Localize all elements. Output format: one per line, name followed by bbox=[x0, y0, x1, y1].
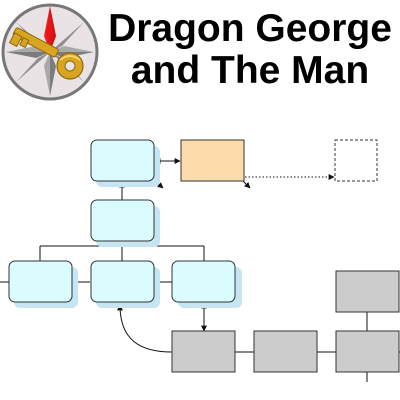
title-line-2: and The Man bbox=[130, 49, 370, 92]
cyan-boxes bbox=[8, 139, 242, 308]
box-row-right bbox=[171, 260, 242, 308]
box-gray-1 bbox=[171, 330, 236, 373]
title-line-1: Dragon George bbox=[108, 7, 392, 50]
box-orange bbox=[180, 139, 245, 182]
connector-tick-orange bbox=[242, 180, 251, 189]
box-row-left bbox=[8, 260, 78, 308]
key-icon bbox=[8, 27, 84, 80]
box-placeholder bbox=[334, 139, 378, 182]
box-middle bbox=[90, 199, 160, 247]
box-gray-2 bbox=[253, 330, 318, 373]
connector-curve-gray-to-mid bbox=[117, 304, 173, 353]
gray-boxes bbox=[171, 270, 400, 373]
box-top bbox=[90, 139, 160, 187]
box-gray-top bbox=[335, 270, 400, 313]
page-title: Dragon George and The Man bbox=[100, 0, 400, 92]
logo bbox=[1, 3, 99, 101]
box-gray-3 bbox=[335, 330, 400, 373]
box-row-mid bbox=[90, 260, 160, 308]
